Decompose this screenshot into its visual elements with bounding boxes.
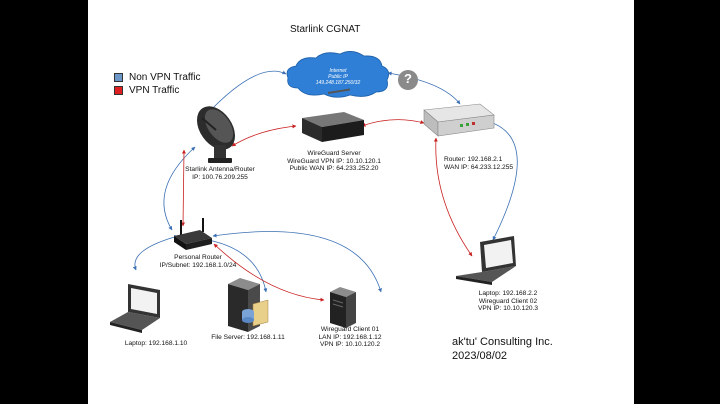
- question-mark[interactable]: ?: [404, 71, 412, 86]
- legend-item-non-vpn: Non VPN Traffic: [114, 72, 201, 83]
- vpn-link-router-laptop2: [433, 137, 473, 257]
- legend-label-non-vpn: Non VPN Traffic: [129, 72, 201, 83]
- legend-label-vpn: VPN Traffic: [129, 85, 180, 96]
- question-icon[interactable]: [398, 70, 418, 90]
- wifi-router-icon: [174, 218, 212, 250]
- wireguard-server-label: WireGuard Server WireGuard VPN IP: 10.10…: [287, 150, 381, 173]
- link-starlink-internet: [205, 70, 287, 116]
- legend-swatch-non-vpn: [114, 73, 123, 82]
- vpn-link-wgserver-router: [361, 119, 425, 127]
- laptop1-laptop-icon: [110, 284, 160, 333]
- tower-pc-icon: [330, 287, 356, 328]
- laptop2-label: Laptop: 192.168.2.2 Wireguard Client 02 …: [477, 290, 539, 313]
- legend-item-vpn: VPN Traffic: [114, 85, 179, 96]
- router-label: Router: 192.168.2.1 WAN IP: 64.233.12.25…: [444, 156, 514, 171]
- vpn-link-personalrouter-wgclient1: [213, 243, 325, 302]
- company-name: ak'tu' Consulting Inc.: [452, 336, 553, 348]
- link-internet-router: [387, 71, 461, 105]
- link-personalrouter-wgclient1: [212, 231, 382, 293]
- satellite-dish-icon: [196, 106, 236, 163]
- legend-swatch-vpn: [114, 86, 123, 95]
- laptop2-laptop-icon: [456, 236, 516, 285]
- connections-layer: [110, 51, 518, 333]
- cloud-icon: [286, 51, 390, 98]
- diagram-title: Starlink CGNAT: [290, 24, 361, 35]
- router-icon: [423, 103, 495, 137]
- file-server-icon: [228, 278, 269, 332]
- internet-label: Internet Public IP 149.248.187.250/32: [315, 68, 361, 86]
- file-server-label: File Server: 192.168.1.11: [211, 334, 285, 341]
- starlink-label: Starlink Antenna/Router IP: 100.76.209.2…: [185, 166, 255, 181]
- personal-router-label: Personal Router IP/Subnet: 192.168.1.0/2…: [159, 254, 237, 269]
- diagram-canvas: Starlink CGNAT Non VPN Traffic VPN Traff…: [88, 0, 634, 404]
- vpn-link-starlink-wgserver: [231, 124, 297, 147]
- vpn-link-starlink-personalrouter: [181, 149, 186, 227]
- laptop1-label: Laptop: 192.168.1.10: [124, 340, 188, 347]
- link-starlink-personalrouter: [163, 146, 196, 231]
- link-router-laptop2: [489, 121, 518, 241]
- company-date: 2023/08/02: [452, 350, 508, 362]
- server-icon: [302, 88, 364, 142]
- wg-client1-label: Wireguard Client 01 LAN IP: 192.168.1.12…: [318, 326, 382, 349]
- link-personalrouter-laptop1: [132, 235, 179, 271]
